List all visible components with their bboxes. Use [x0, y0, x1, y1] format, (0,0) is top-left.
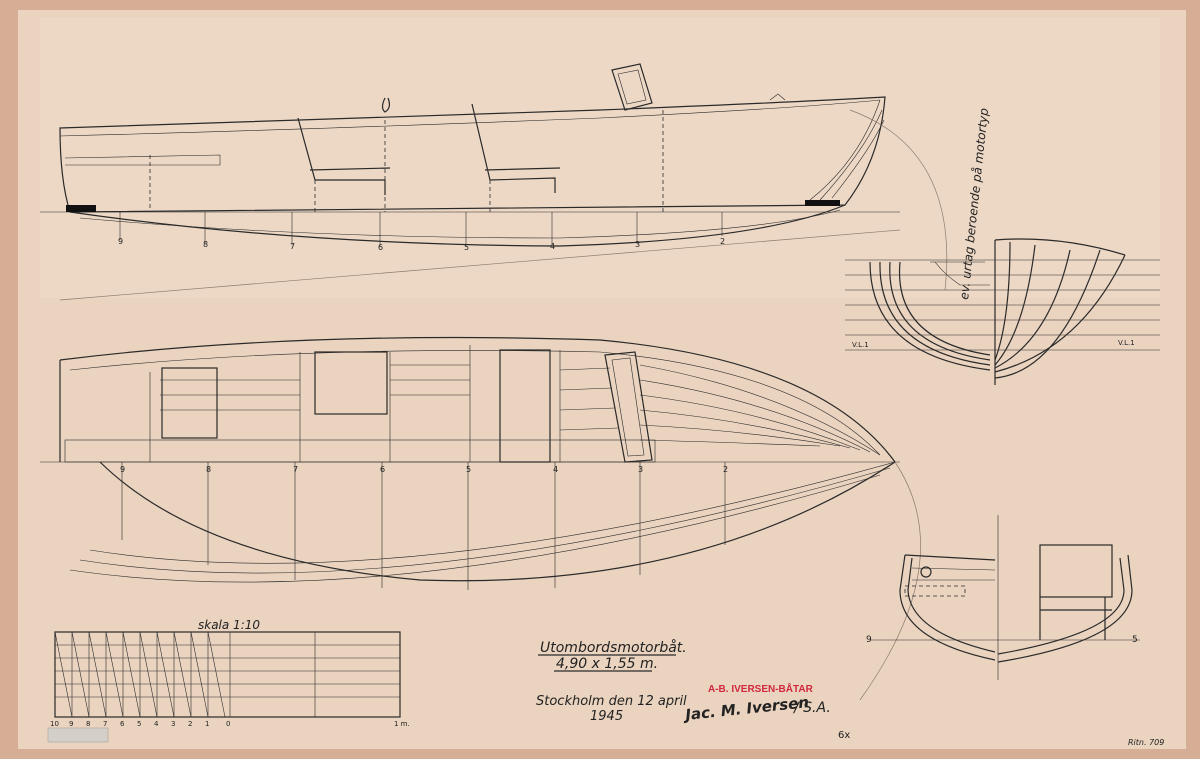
drawing-number: Ritn. 709 [1128, 738, 1164, 747]
profile-station-label: 2 [720, 237, 725, 246]
cross-sections: 9 5 [866, 515, 1140, 680]
scale-label: skala 1:10 [198, 618, 260, 632]
plan-station-label: 9 [120, 465, 125, 474]
scale-tick: 0 [226, 720, 230, 728]
profile-station-label: 4 [550, 242, 555, 251]
archive-label [47, 727, 109, 743]
plan-station-label: 2 [723, 465, 728, 474]
place-date: Stockholm den 12 april [536, 694, 687, 709]
profile-station-label: 3 [635, 240, 640, 249]
plan-station-label: 6 [380, 465, 385, 474]
scale-unit: 1 m. [394, 720, 410, 728]
profile-station-label: 8 [203, 240, 208, 249]
drawing-dimensions: 4,90 x 1,55 m. [556, 656, 658, 672]
signature-suffix: / S.A. [792, 700, 831, 716]
section-label: 9 [866, 635, 872, 645]
scale-tick: 4 [154, 720, 159, 728]
plan-station-label: 5 [466, 465, 471, 474]
scale-tick: 8 [86, 720, 90, 728]
scale-tick: 5 [137, 720, 141, 728]
drawing-year: 1945 [590, 709, 623, 724]
profile-view: 9 8 7 6 5 4 3 2 [40, 63, 901, 301]
scale-tick: 2 [188, 720, 192, 728]
body-plan: V.L.1 V.L.1 [845, 238, 1160, 385]
body-plan-waterline-label: V.L.1 [1118, 339, 1135, 347]
drawing-title: Utombordsmotorbåt. [540, 639, 687, 656]
plan-station-label: 3 [638, 465, 643, 474]
plan-view: 9 8 7 6 5 4 3 2 [40, 336, 921, 701]
body-plan-waterline-label: V.L.1 [852, 341, 869, 349]
section-label: 5 [1132, 635, 1138, 645]
plan-station-label: 7 [293, 465, 298, 474]
company-stamp: A-B. IVERSEN-BÅTAR [708, 682, 814, 695]
profile-station-label: 9 [118, 237, 123, 246]
plan-station-label: 4 [553, 465, 558, 474]
scale-tick: 1 [205, 720, 209, 728]
pencil-note: 6x [838, 730, 850, 741]
profile-station-label: 6 [378, 243, 383, 252]
scale-bar: skala 1:10 10 9 8 7 6 5 4 3 2 1 0 1 m. [47, 618, 410, 743]
plan-station-label: 8 [206, 465, 211, 474]
scale-tick: 9 [69, 720, 73, 728]
scale-tick: 10 [50, 720, 59, 728]
scale-tick: 6 [120, 720, 125, 728]
scale-tick: 7 [103, 720, 107, 728]
tracing-overlay [40, 18, 1160, 298]
profile-station-label: 5 [464, 243, 469, 252]
profile-station-label: 7 [290, 242, 295, 251]
scale-tick: 3 [171, 720, 175, 728]
